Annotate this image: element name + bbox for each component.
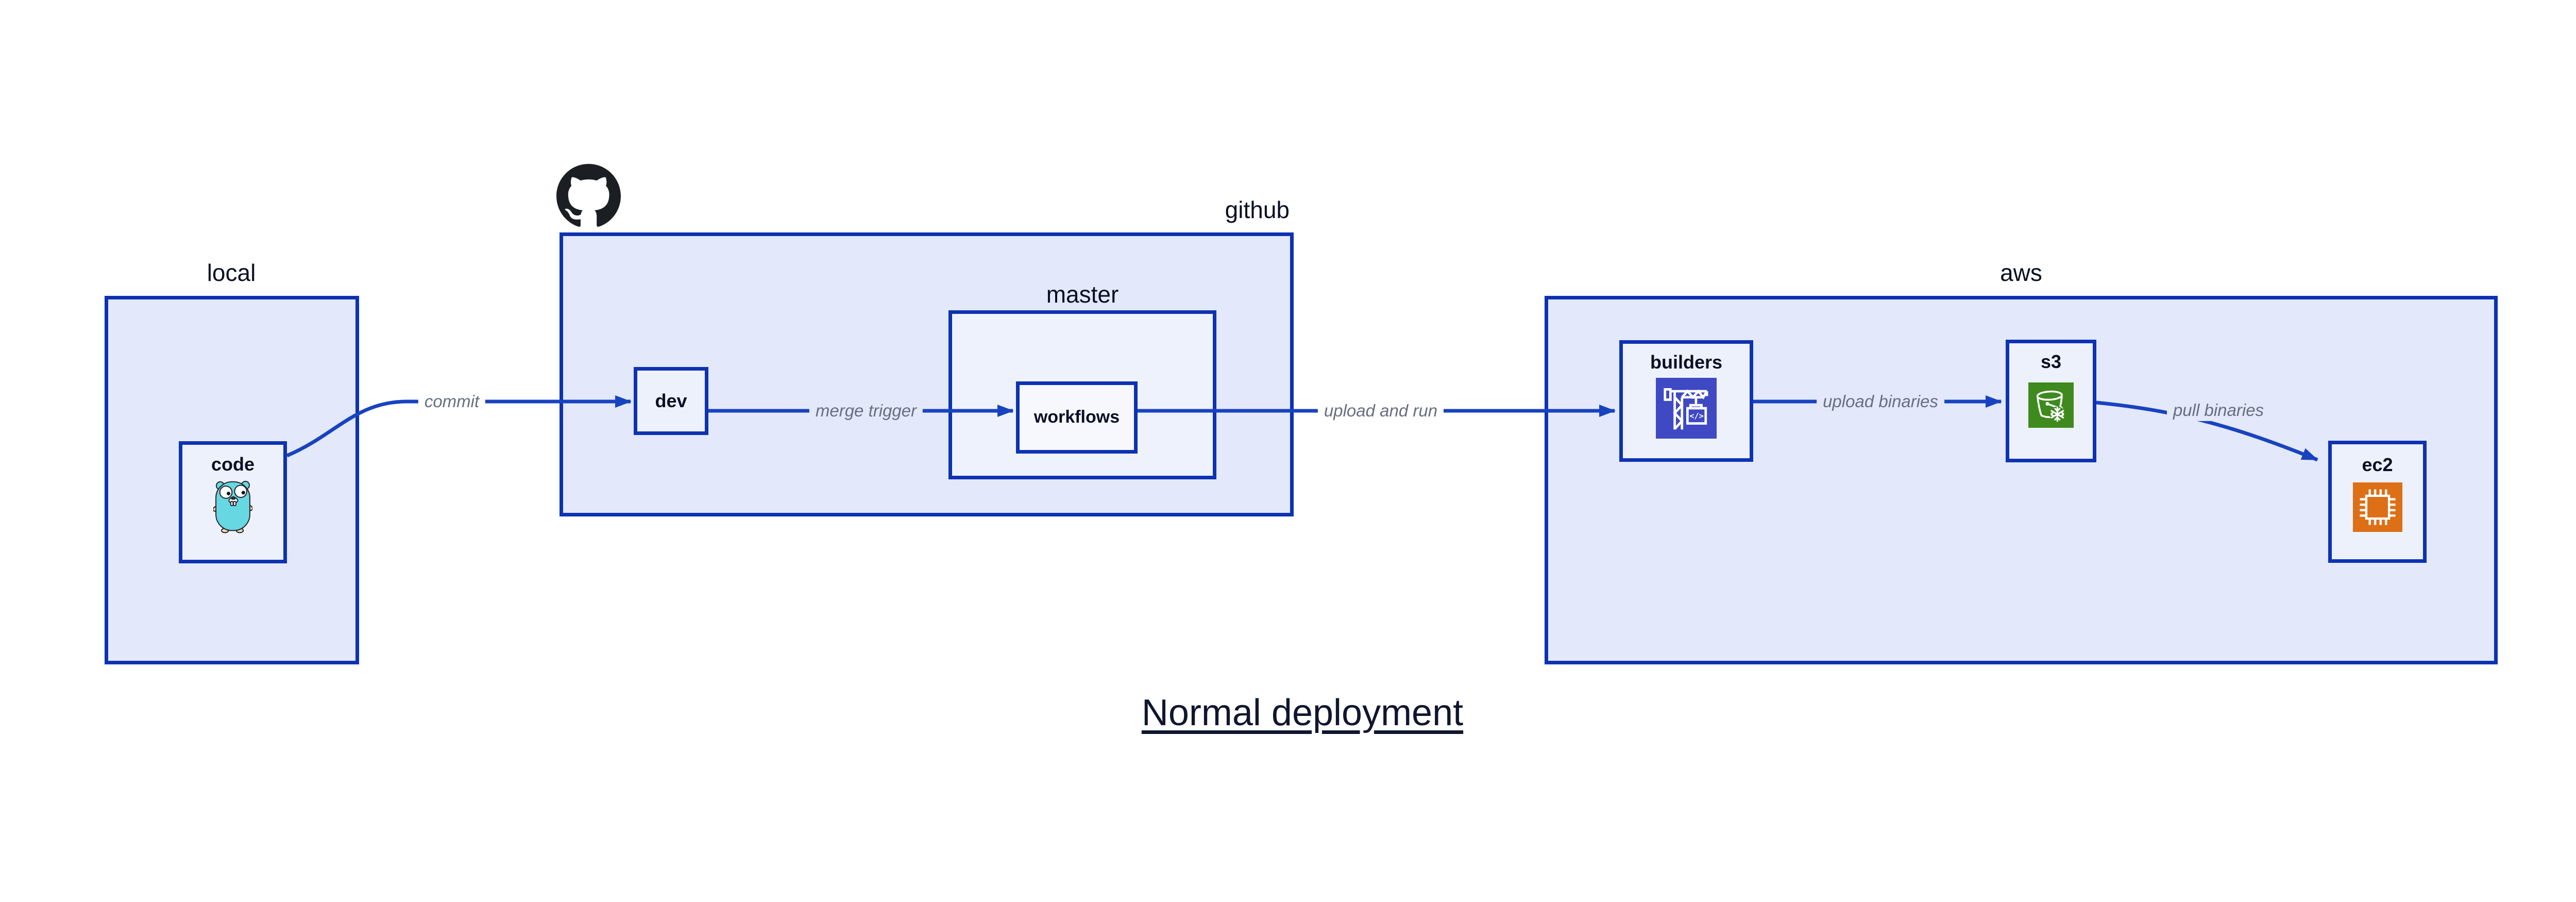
container-label-aws: aws xyxy=(2000,259,2042,286)
codebuild-crane-icon: </> xyxy=(1656,377,1717,439)
node-code-label: code xyxy=(211,454,255,475)
edge-label-commit: commit xyxy=(418,390,486,413)
edge-label-upload-and-run: upload and run xyxy=(1317,399,1444,422)
node-workflows-label: workflows xyxy=(1033,407,1120,427)
edge-label-pull-binaries: pull binaries xyxy=(2166,399,2270,422)
ec2-chip-icon xyxy=(2352,482,2402,532)
node-ec2: ec2 xyxy=(2328,441,2427,563)
go-gopher-icon xyxy=(213,480,252,533)
container-label-local: local xyxy=(207,259,256,286)
s3-glacier-bucket-icon xyxy=(2028,382,2074,428)
node-s3: s3 xyxy=(2006,340,2096,462)
github-logo-icon xyxy=(556,164,621,227)
edge-label-upload-binaries: upload binaries xyxy=(1817,390,1944,413)
node-workflows: workflows xyxy=(1016,381,1138,454)
node-builders: builders </> xyxy=(1619,340,1753,462)
edge-label-merge-trigger: merge trigger xyxy=(809,399,923,422)
node-s3-label: s3 xyxy=(2040,351,2062,372)
diagram-title: Normal deployment xyxy=(1141,692,1464,733)
node-ec2-label: ec2 xyxy=(2362,454,2393,475)
codebuild-code-glyph: </> xyxy=(1689,411,1704,421)
node-code: code xyxy=(179,441,287,563)
container-label-github: github xyxy=(1225,196,1290,223)
node-dev: dev xyxy=(634,367,708,435)
node-dev-label: dev xyxy=(655,390,687,412)
node-builders-label: builders xyxy=(1650,352,1723,373)
container-label-master: master xyxy=(1046,281,1119,308)
